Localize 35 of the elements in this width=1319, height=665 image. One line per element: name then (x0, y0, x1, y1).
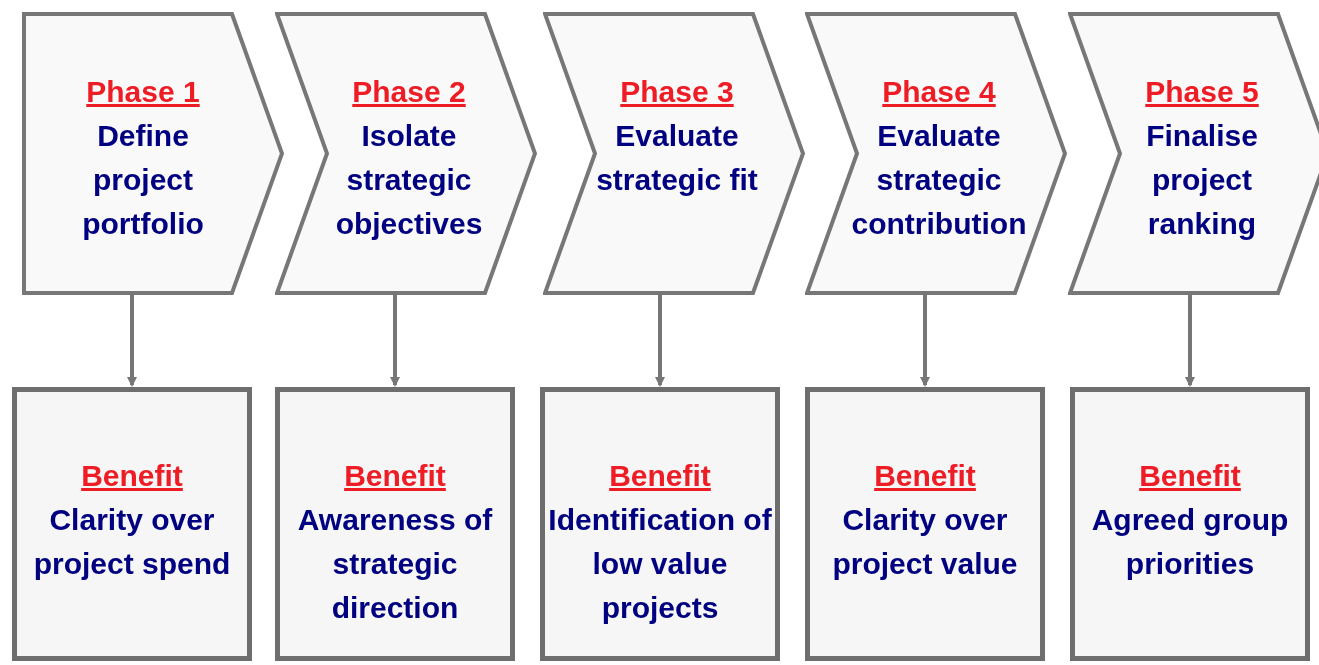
description: Clarity over project value (831, 502, 1019, 582)
heading: Benefit (874, 458, 976, 494)
heading: Benefit (1139, 458, 1241, 494)
arrow (655, 295, 665, 387)
benefit-box (805, 387, 1045, 661)
description: Evaluate strategic fit (595, 118, 759, 198)
description: Identification of low value projects (547, 502, 773, 626)
phase-chevron-box (275, 12, 537, 295)
benefit-box (1070, 387, 1310, 661)
heading: Benefit (344, 458, 446, 494)
heading: Phase 2 (352, 74, 466, 110)
benefit-box (12, 387, 252, 661)
arrow (920, 295, 930, 387)
description: Finalise project ranking (1145, 118, 1259, 242)
description: Isolate strategic objectives (334, 118, 484, 242)
heading: Benefit (81, 458, 183, 494)
heading: Benefit (609, 458, 711, 494)
description: Clarity over project spend (32, 502, 232, 582)
phase-chevron-box (805, 12, 1067, 295)
heading: Phase 3 (620, 74, 734, 110)
phase-chevron-box (543, 12, 805, 295)
arrow (390, 295, 400, 387)
heading: Phase 4 (882, 74, 996, 110)
benefit-box (540, 387, 780, 661)
phase-chevron-box (1068, 12, 1319, 295)
arrow (1185, 295, 1195, 387)
benefit-box (275, 387, 515, 661)
description: Agreed group priorities (1090, 502, 1290, 582)
description: Awareness of strategic direction (296, 502, 494, 626)
description: Define project portfolio (81, 118, 205, 242)
phase-chevron-box (22, 12, 284, 295)
arrow (127, 295, 137, 387)
description: Evaluate strategic contribution (850, 118, 1028, 242)
heading: Phase 5 (1145, 74, 1259, 110)
heading: Phase 1 (86, 74, 200, 110)
